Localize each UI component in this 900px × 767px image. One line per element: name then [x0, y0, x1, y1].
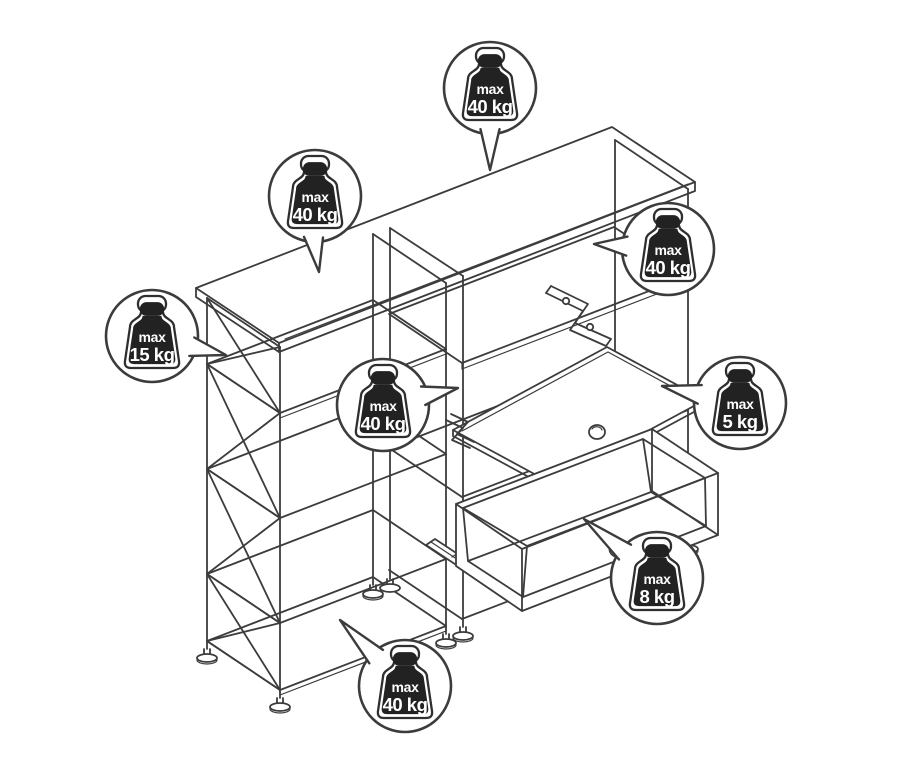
badge-label-value: 8 kg	[639, 586, 674, 607]
badge-label-max: max	[369, 398, 397, 414]
weight-icon: max 40 kg	[461, 46, 519, 122]
badge-label-value: 40 kg	[383, 694, 428, 715]
foot	[379, 578, 401, 593]
badge-label-max: max	[643, 571, 671, 587]
rack-shelves	[206, 299, 447, 696]
badge-label-value: 40 kg	[293, 204, 338, 225]
load-badge-side-rail: max 15 kg	[104, 288, 228, 384]
weight-icon: max 40 kg	[376, 644, 434, 720]
badge-label-value: 40 kg	[468, 96, 513, 117]
weight-icon: max 40 kg	[639, 207, 697, 283]
foot	[196, 648, 218, 665]
flap-knob	[588, 424, 606, 440]
badge-label-value: 40 kg	[361, 413, 406, 434]
load-badge-drawer: max 8 kg	[582, 517, 705, 626]
foot	[435, 633, 457, 650]
badge-label-max: max	[654, 242, 682, 258]
flap-door	[445, 285, 706, 490]
weight-icon: max 5 kg	[711, 361, 769, 437]
shelving-unit-illustration	[195, 126, 719, 714]
flap-hinge-mechanism	[545, 285, 612, 347]
weight-icon: max 40 kg	[286, 154, 344, 230]
badge-label-value: 15 kg	[130, 344, 175, 365]
top-panel	[195, 126, 696, 353]
foot	[362, 584, 384, 601]
foot	[269, 697, 291, 714]
cross-braces	[206, 297, 281, 691]
badge-label-max: max	[301, 189, 329, 205]
weight-icon: max 15 kg	[123, 294, 181, 370]
badge-label-max: max	[138, 329, 166, 345]
load-badge-bottom-shelf: max 40 kg	[338, 618, 453, 734]
load-badge-top-surface: max 40 kg	[442, 40, 538, 172]
load-badge-top-surface-left: max 40 kg	[267, 148, 363, 274]
badge-label-max: max	[476, 81, 504, 97]
foot	[452, 626, 474, 643]
load-badge-middle-shelf: max 40 kg	[335, 357, 460, 453]
badge-label-value: 5 kg	[722, 411, 757, 432]
badge-label-value: 40 kg	[646, 257, 691, 278]
weight-icon: max 40 kg	[354, 363, 412, 439]
load-badges: max 40 kg max 40 kg	[104, 40, 788, 734]
load-badge-upper-shelf: max 40 kg	[592, 201, 716, 297]
weight-icon: max 8 kg	[628, 536, 686, 612]
badge-label-max: max	[726, 396, 754, 412]
load-badge-flap-door: max 5 kg	[660, 355, 788, 451]
flap-hinge-bracket	[445, 413, 475, 449]
badge-label-max: max	[391, 679, 419, 695]
